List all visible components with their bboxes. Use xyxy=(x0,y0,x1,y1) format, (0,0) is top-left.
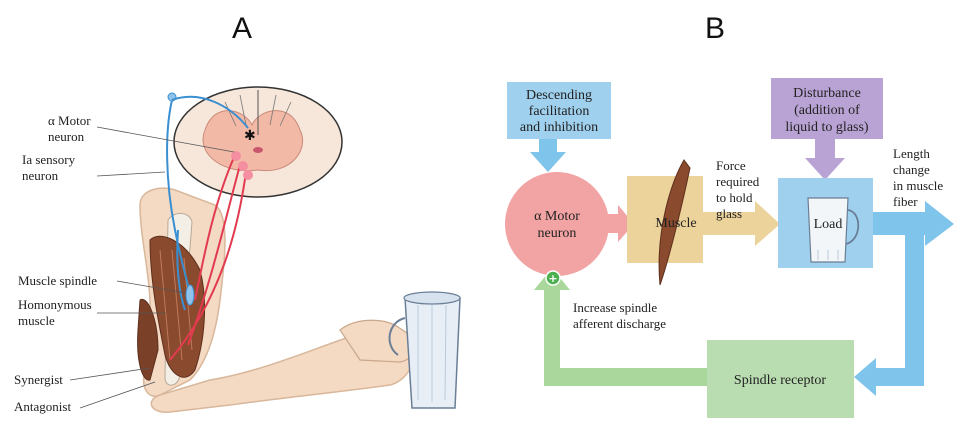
label-ia-sensory-2: neuron xyxy=(22,168,59,183)
spindle-discharge-line1: Increase spindle xyxy=(573,300,657,315)
disturbance-line3: liquid to glass) xyxy=(785,120,869,135)
label-antagonist: Antagonist xyxy=(14,399,71,414)
label-muscle-spindle: Muscle spindle xyxy=(18,273,97,288)
descending-line1: Descending xyxy=(526,88,592,103)
force-line2: required xyxy=(716,174,760,189)
disturbance-line2: (addition of xyxy=(794,103,860,118)
disturbance-arrow xyxy=(805,138,845,180)
force-line4: glass xyxy=(716,206,742,221)
motor-line2: neuron xyxy=(538,226,577,241)
label-homonymous-2: muscle xyxy=(18,313,55,328)
muscle-label: Muscle xyxy=(655,216,696,231)
descending-line3: and inhibition xyxy=(520,120,598,135)
spindle-receptor-label: Spindle receptor xyxy=(734,373,826,388)
length-line4: fiber xyxy=(893,194,918,209)
label-alpha-motor-1: α Motor xyxy=(48,113,91,128)
load-label: Load xyxy=(814,217,843,232)
panel-b: B Descending facilitation and inhibition… xyxy=(505,12,954,418)
label-homonymous-1: Homonymous xyxy=(18,297,92,312)
label-ia-sensory-1: Ia sensory xyxy=(22,152,76,167)
length-line3: in muscle xyxy=(893,178,943,193)
panel-a-letter: A xyxy=(232,12,252,45)
label-synergist: Synergist xyxy=(14,372,63,387)
arm-illustration xyxy=(138,188,460,412)
motor-line1: α Motor xyxy=(534,209,580,224)
synapse-star-icon: ✱ xyxy=(244,128,256,144)
force-line3: to hold xyxy=(716,190,753,205)
spindle-discharge-line2: afferent discharge xyxy=(573,316,666,331)
force-line1: Force xyxy=(716,158,746,173)
label-alpha-motor-2: neuron xyxy=(48,129,85,144)
motor-neuron-circle xyxy=(505,172,609,276)
plus-sign: + xyxy=(548,272,557,285)
panel-b-letter: B xyxy=(705,12,725,45)
panel-a: A xyxy=(14,12,460,414)
disturbance-line1: Disturbance xyxy=(793,86,861,101)
spinal-cord-illustration xyxy=(174,87,342,197)
length-line1: Length xyxy=(893,146,930,161)
length-line2: change xyxy=(893,162,930,177)
descending-line2: facilitation xyxy=(529,104,590,119)
